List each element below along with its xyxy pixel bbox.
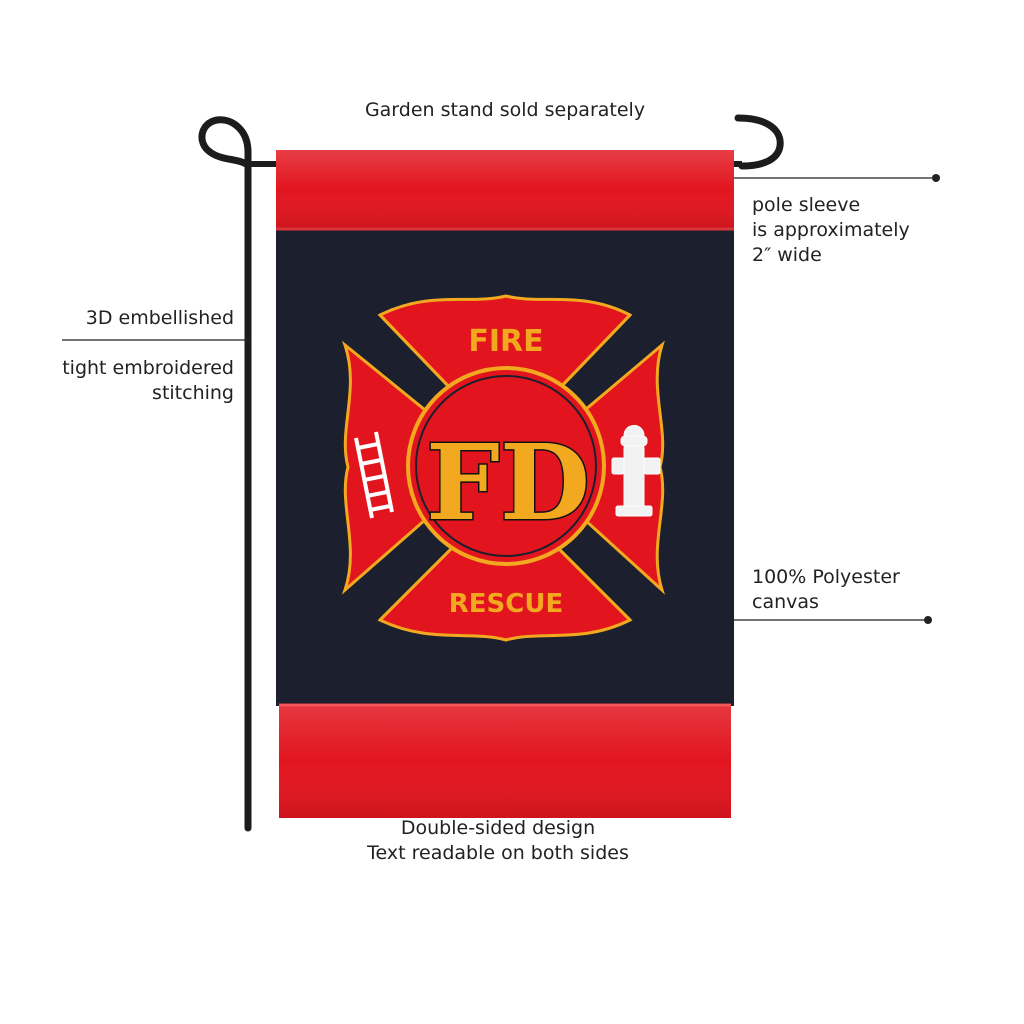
callout-lines	[62, 174, 940, 624]
caption-3d-embellished-text: 3D embellished	[85, 307, 234, 329]
caption-garden-stand-text: Garden stand sold separately	[364, 99, 646, 121]
caption-polyester-line-2: canvas	[752, 591, 819, 613]
rescue-text: RESCUE	[449, 589, 563, 619]
caption-polyester: 100% Polyester canvas	[752, 565, 900, 615]
cross-arm-top	[377, 294, 633, 392]
caption-stitching-line-2: stitching	[152, 382, 234, 404]
fire-text: FIRE	[468, 324, 543, 359]
caption-pole-sleeve: pole sleeve is approximately 2″ wide	[752, 193, 910, 268]
caption-pole-sleeve-line-2: is approximately	[752, 219, 910, 241]
fire-hydrant-icon	[611, 425, 661, 517]
caption-3d-embellished: 3D embellished	[86, 306, 234, 331]
caption-stitching-line-1: tight embroidered	[62, 357, 234, 379]
cross-arm-bottom	[377, 546, 633, 642]
caption-double-sided-line-1: Double-sided design	[400, 817, 596, 839]
center-circle	[406, 366, 606, 566]
caption-garden-stand: Garden stand sold separately	[0, 98, 1010, 123]
ladder-icon	[354, 431, 394, 519]
caption-polyester-line-1: 100% Polyester	[752, 566, 900, 588]
caption-pole-sleeve-line-1: pole sleeve	[752, 194, 861, 216]
caption-double-sided: Double-sided design Text readable on bot…	[0, 816, 996, 866]
fd-text: FD	[426, 421, 590, 544]
caption-double-sided-line-2: Text readable on both sides	[367, 842, 629, 864]
caption-stitching: tight embroidered stitching	[62, 356, 234, 406]
maltese-cross-emblem	[341, 294, 666, 642]
caption-pole-sleeve-line-3: 2″ wide	[752, 244, 822, 266]
